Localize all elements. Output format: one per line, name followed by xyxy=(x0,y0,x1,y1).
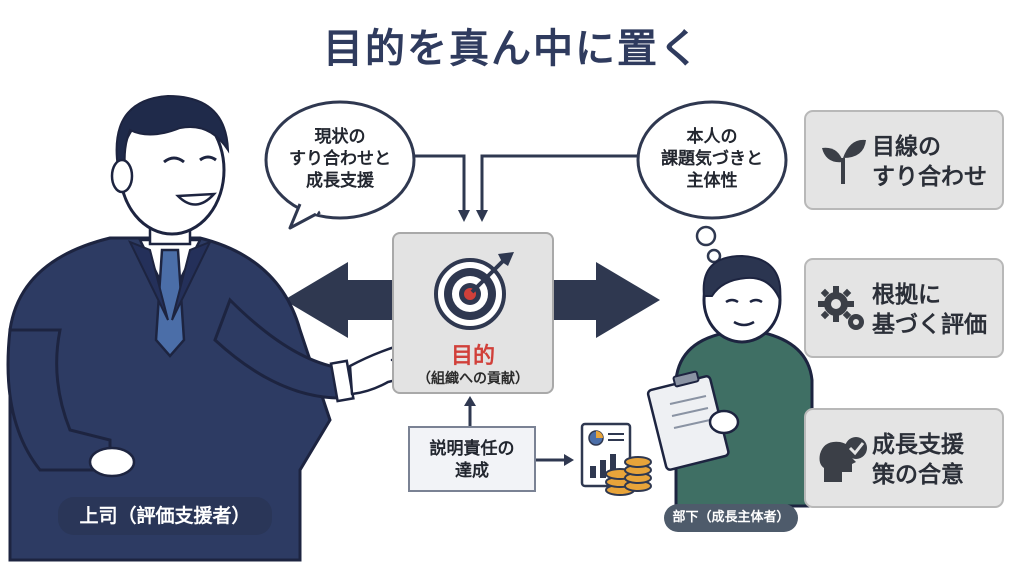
sprout-icon xyxy=(822,139,866,184)
boss-speech-bubble xyxy=(264,100,416,230)
subordinate-label: 部下（成長主体者） xyxy=(664,504,798,532)
accountability-line-2: 達成 xyxy=(455,461,489,481)
card-agreement-line-2: 策の合意 xyxy=(872,462,964,488)
coins-icon xyxy=(605,456,652,496)
card-evaluation-line-2: 基づく評価 xyxy=(872,312,987,338)
subordinate-illustration xyxy=(646,254,814,508)
gears-icon xyxy=(818,286,864,330)
page-title: 目的を真ん中に置く xyxy=(323,26,701,72)
card-evaluation: 根拠に 基づく評価 xyxy=(804,258,1004,358)
goal-title: 目的 xyxy=(450,344,495,369)
card-alignment-line-2: すり合わせ xyxy=(872,164,987,190)
boss-label: 上司（評価支援者） xyxy=(58,497,272,535)
accountability-line-1: 説明責任の xyxy=(429,439,515,459)
goal-box: 目的 （組織への貢献） xyxy=(392,232,554,394)
card-alignment-line-1: 目線の xyxy=(872,134,941,160)
subordinate-thought-bubble xyxy=(636,100,788,264)
accountability-box: 説明責任の 達成 xyxy=(408,426,536,492)
card-evaluation-line-1: 根拠に xyxy=(872,282,941,308)
card-agreement-line-1: 成長支援 xyxy=(872,432,964,458)
card-agreement: 成長支援 策の合意 xyxy=(804,408,1004,508)
goal-subtitle: （組織への貢献） xyxy=(417,371,529,387)
boss-connector xyxy=(410,154,466,212)
boss-speech-text: 現状の すり合わせと 成長支援 xyxy=(289,127,391,191)
target-icon xyxy=(434,252,514,330)
card-alignment: 目線の すり合わせ xyxy=(804,110,1004,210)
subordinate-connector xyxy=(480,154,648,212)
left-arrow xyxy=(284,262,392,338)
head-check-icon xyxy=(819,437,867,482)
subordinate-thought-text: 本人の 課題気づきと 主体性 xyxy=(661,127,763,191)
right-arrow xyxy=(554,262,660,338)
